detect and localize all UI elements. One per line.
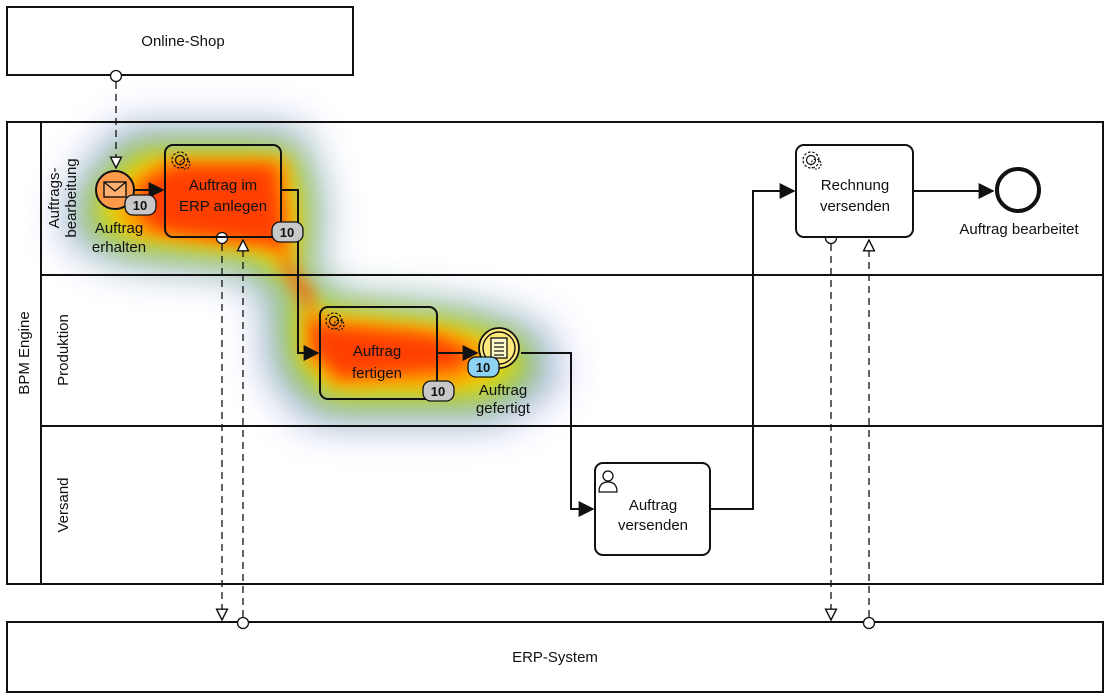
lane-auftragsbearbeitung-label-2: bearbeitung	[63, 158, 80, 237]
start-event-label-1: Auftrag	[95, 220, 143, 237]
gear-icon	[171, 151, 191, 170]
svg-text:10: 10	[476, 360, 490, 375]
svg-text:10: 10	[431, 384, 445, 399]
intermediate-event-label-1: Auftrag	[479, 382, 527, 399]
task-auftrag-im-erp-anlegen[interactable]: Auftrag im ERP anlegen	[164, 144, 282, 238]
task-versenden-label-2: versenden	[618, 517, 688, 534]
intermediate-event-label-2: gefertigt	[476, 400, 531, 417]
sequence-flows	[134, 182, 995, 517]
envelope-icon	[103, 181, 127, 198]
document-icon	[490, 337, 508, 359]
end-event-label: Auftrag bearbeitet	[959, 221, 1079, 238]
pool-bpm-engine	[6, 121, 1104, 585]
message-flows	[111, 69, 875, 630]
task-rechnung-versenden[interactable]: Rechnung versenden	[795, 144, 914, 238]
svg-text:10: 10	[133, 198, 147, 213]
task-rechnung-label-1: Rechnung	[821, 177, 889, 194]
task-erp-label-2: ERP anlegen	[179, 198, 267, 215]
pool-bpm-engine-label: BPM Engine	[16, 311, 33, 394]
end-event-auftrag-bearbeitet[interactable]	[995, 167, 1041, 213]
start-event-auftrag-erhalten[interactable]	[95, 170, 135, 210]
lane-auftragsbearbeitung-label-1: Auftrags-	[46, 168, 63, 229]
badge-intermediate-count: 10	[467, 356, 500, 378]
task-auftrag-versenden[interactable]: Auftrag versenden	[594, 462, 711, 556]
gear-icon	[802, 151, 822, 170]
pool-online-shop	[6, 6, 354, 76]
task-fertigen-label-1: Auftrag	[353, 343, 401, 360]
pool-erp-system-label: ERP-System	[512, 649, 598, 666]
start-event-label-2: erhalten	[92, 239, 146, 256]
task-versenden-label-1: Auftrag	[629, 497, 677, 514]
badge-erp-anlegen-count: 10	[271, 221, 304, 243]
task-auftrag-fertigen[interactable]: Auftrag fertigen	[319, 306, 438, 400]
badge-fertigen-count: 10	[422, 380, 455, 402]
task-erp-label-1: Auftrag im	[189, 177, 257, 194]
task-rechnung-label-2: versenden	[820, 198, 890, 215]
lane-produktion-label: Produktion	[55, 314, 72, 386]
lane-versand-label: Versand	[55, 477, 72, 532]
user-icon	[598, 470, 618, 493]
gear-icon	[325, 312, 345, 331]
badge-start-count: 10	[124, 194, 157, 216]
svg-text:10: 10	[280, 225, 294, 240]
task-fertigen-label-2: fertigen	[352, 365, 402, 382]
pool-erp-system	[6, 621, 1104, 693]
pool-online-shop-label: Online-Shop	[141, 33, 224, 50]
